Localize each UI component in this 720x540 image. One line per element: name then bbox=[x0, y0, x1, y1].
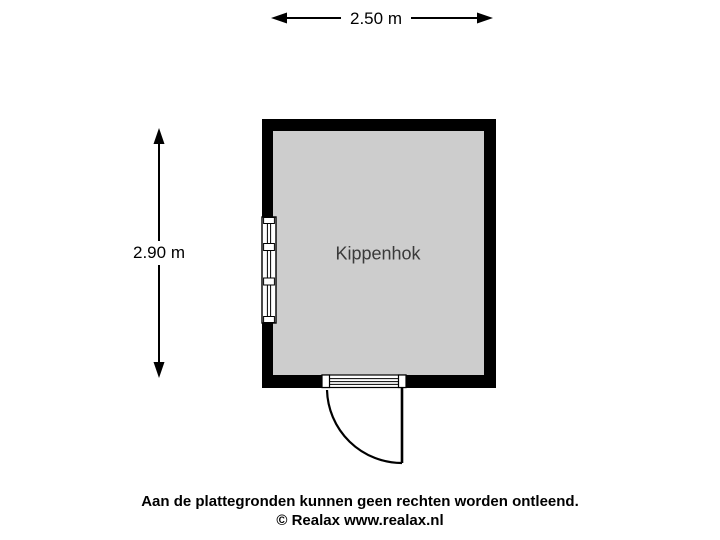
arrow-right-head-icon bbox=[477, 12, 493, 24]
footer-copyright: © Realax www.realax.nl bbox=[276, 512, 444, 529]
footer-disclaimer: Aan de plattegronden kunnen geen rechten… bbox=[141, 493, 579, 510]
arrow-down-head-icon bbox=[153, 362, 165, 378]
arrow-left-head-icon bbox=[271, 12, 287, 24]
arrow-up-head-icon bbox=[153, 128, 165, 144]
dimension-width-label: 2.50 m bbox=[341, 7, 411, 31]
dimension-height-label: 2.90 m bbox=[124, 241, 194, 265]
footer: Aan de plattegronden kunnen geen rechten… bbox=[0, 492, 720, 530]
room-floor bbox=[273, 131, 484, 375]
room-label: Kippenhok bbox=[335, 243, 421, 264]
door-icon bbox=[321, 374, 407, 465]
window-icon bbox=[261, 216, 277, 324]
door-swing-arc bbox=[325, 389, 403, 465]
